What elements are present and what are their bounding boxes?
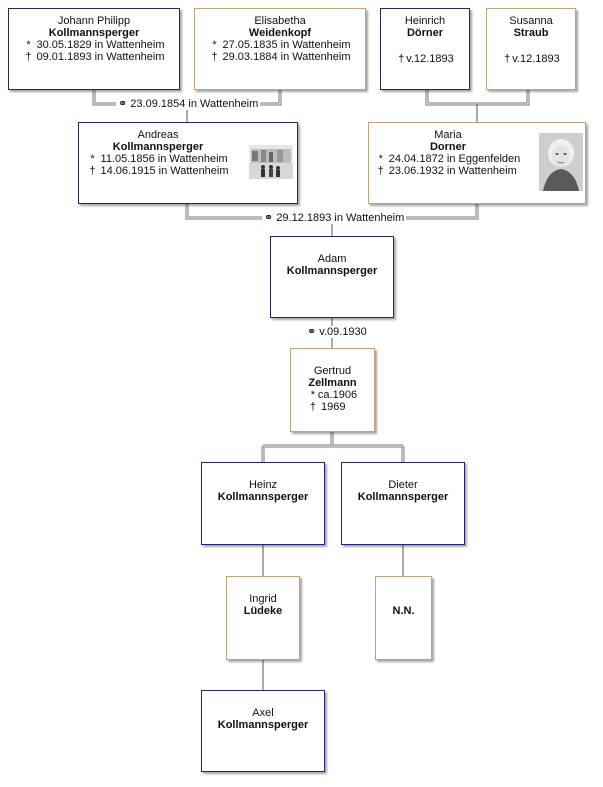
person-card-andreas[interactable]: Andreas Kollmannsperger * 11.05.1856 in … [78,122,298,204]
person-card-susanna[interactable]: Susanna Straub †v.12.1893 [486,8,576,90]
person-card-maria[interactable]: Maria Dorner * 24.04.1872 in Eggenfelden… [368,122,586,204]
marriage-label-2: ⚭ 29.12.1893 in Wattenheim [262,212,407,224]
person-card-gertrud[interactable]: Gertrud Zellmann *ca.1906 † 1969 [290,348,375,432]
death-icon: † [211,51,218,63]
person-card-nn[interactable]: N.N. [375,576,432,660]
given-name: Axel [252,707,274,719]
surname: Kollmannsperger [217,491,309,503]
given-name: Dieter [388,479,418,491]
given-name: Gertrud [313,365,352,377]
surname: Kollmannsperger [112,141,204,153]
death-info: v.12.1893 [406,53,454,65]
death-info: 23.06.1932 in Wattenheim [388,165,517,177]
marriage-date: v.09.1930 [319,326,367,338]
person-card-ingrid[interactable]: Ingrid Lüdeke [226,576,300,660]
surname: N.N. [392,605,415,617]
given-name: Johann Philipp [57,15,131,27]
birth-icon: * [212,39,217,51]
marriage-label-1: ⚭ 23.09.1854 in Wattenheim [116,98,261,110]
surname: Dorner [429,141,467,153]
birth-info: ca.1906 [317,389,358,401]
death-icon: † [25,51,32,63]
death-info: 09.01.1893 in Wattenheim [36,51,165,63]
birth-info: 24.04.1872 in Eggenfelden [388,153,521,165]
death-info: 29.03.1884 in Wattenheim [222,51,351,63]
marriage-date: 29.12.1893 in Wattenheim [276,212,405,224]
person-card-dieter[interactable]: Dieter Kollmannsperger [341,462,465,545]
person-card-elisabetha[interactable]: Elisabetha Weidenkopf * 27.05.1835 in Wa… [194,8,366,90]
marriage-label-3: ⚭ v.09.1930 [305,326,369,338]
given-name: Adam [317,253,347,265]
death-icon: † [377,165,384,177]
birth-icon: * [26,39,31,51]
surname: Kollmannsperger [217,719,309,731]
given-name: Susanna [509,15,553,27]
person-card-johann-philipp[interactable]: Johann Philipp Kollmannsperger * 30.05.1… [8,8,180,90]
given-name: Heinrich [404,15,446,27]
death-icon: † [504,53,511,65]
person-card-heinrich[interactable]: Heinrich Dörner †v.12.1893 [380,8,470,90]
marriage-icon: ⚭ [264,212,274,224]
marriage-date: 23.09.1854 in Wattenheim [130,98,259,110]
birth-info: 27.05.1835 in Wattenheim [222,39,351,51]
given-name: Heinz [248,479,278,491]
surname: Zellmann [308,377,357,389]
surname: Kollmannsperger [286,265,378,277]
person-card-adam[interactable]: Adam Kollmannsperger [270,236,394,318]
surname: Kollmannsperger [48,27,140,39]
surname: Dörner [406,27,444,39]
death-info: 1969 [320,401,346,413]
person-photo [539,133,583,191]
birth-icon: * [90,153,95,165]
marriage-icon: ⚭ [307,326,317,338]
person-card-heinz[interactable]: Heinz Kollmannsperger [201,462,325,545]
surname: Straub [513,27,549,39]
given-name: Ingrid [249,593,277,605]
given-name: Maria [434,129,462,141]
given-name: Andreas [137,129,179,141]
marriage-icon: ⚭ [118,98,128,110]
person-photo [249,145,293,179]
birth-icon: * [378,153,383,165]
death-info: 14.06.1915 in Wattenheim [100,165,229,177]
surname: Lüdeke [243,605,283,617]
death-icon: † [89,165,96,177]
death-icon: † [398,53,405,65]
surname: Weidenkopf [248,27,312,39]
birth-icon: * [310,389,316,401]
death-icon: † [309,401,316,413]
given-name: Elisabetha [254,15,306,27]
surname: Kollmannsperger [357,491,449,503]
birth-info: 30.05.1829 in Wattenheim [36,39,165,51]
death-info: v.12.1893 [512,53,560,65]
birth-info: 11.05.1856 in Wattenheim [100,153,228,165]
person-card-axel[interactable]: Axel Kollmannsperger [201,690,325,772]
